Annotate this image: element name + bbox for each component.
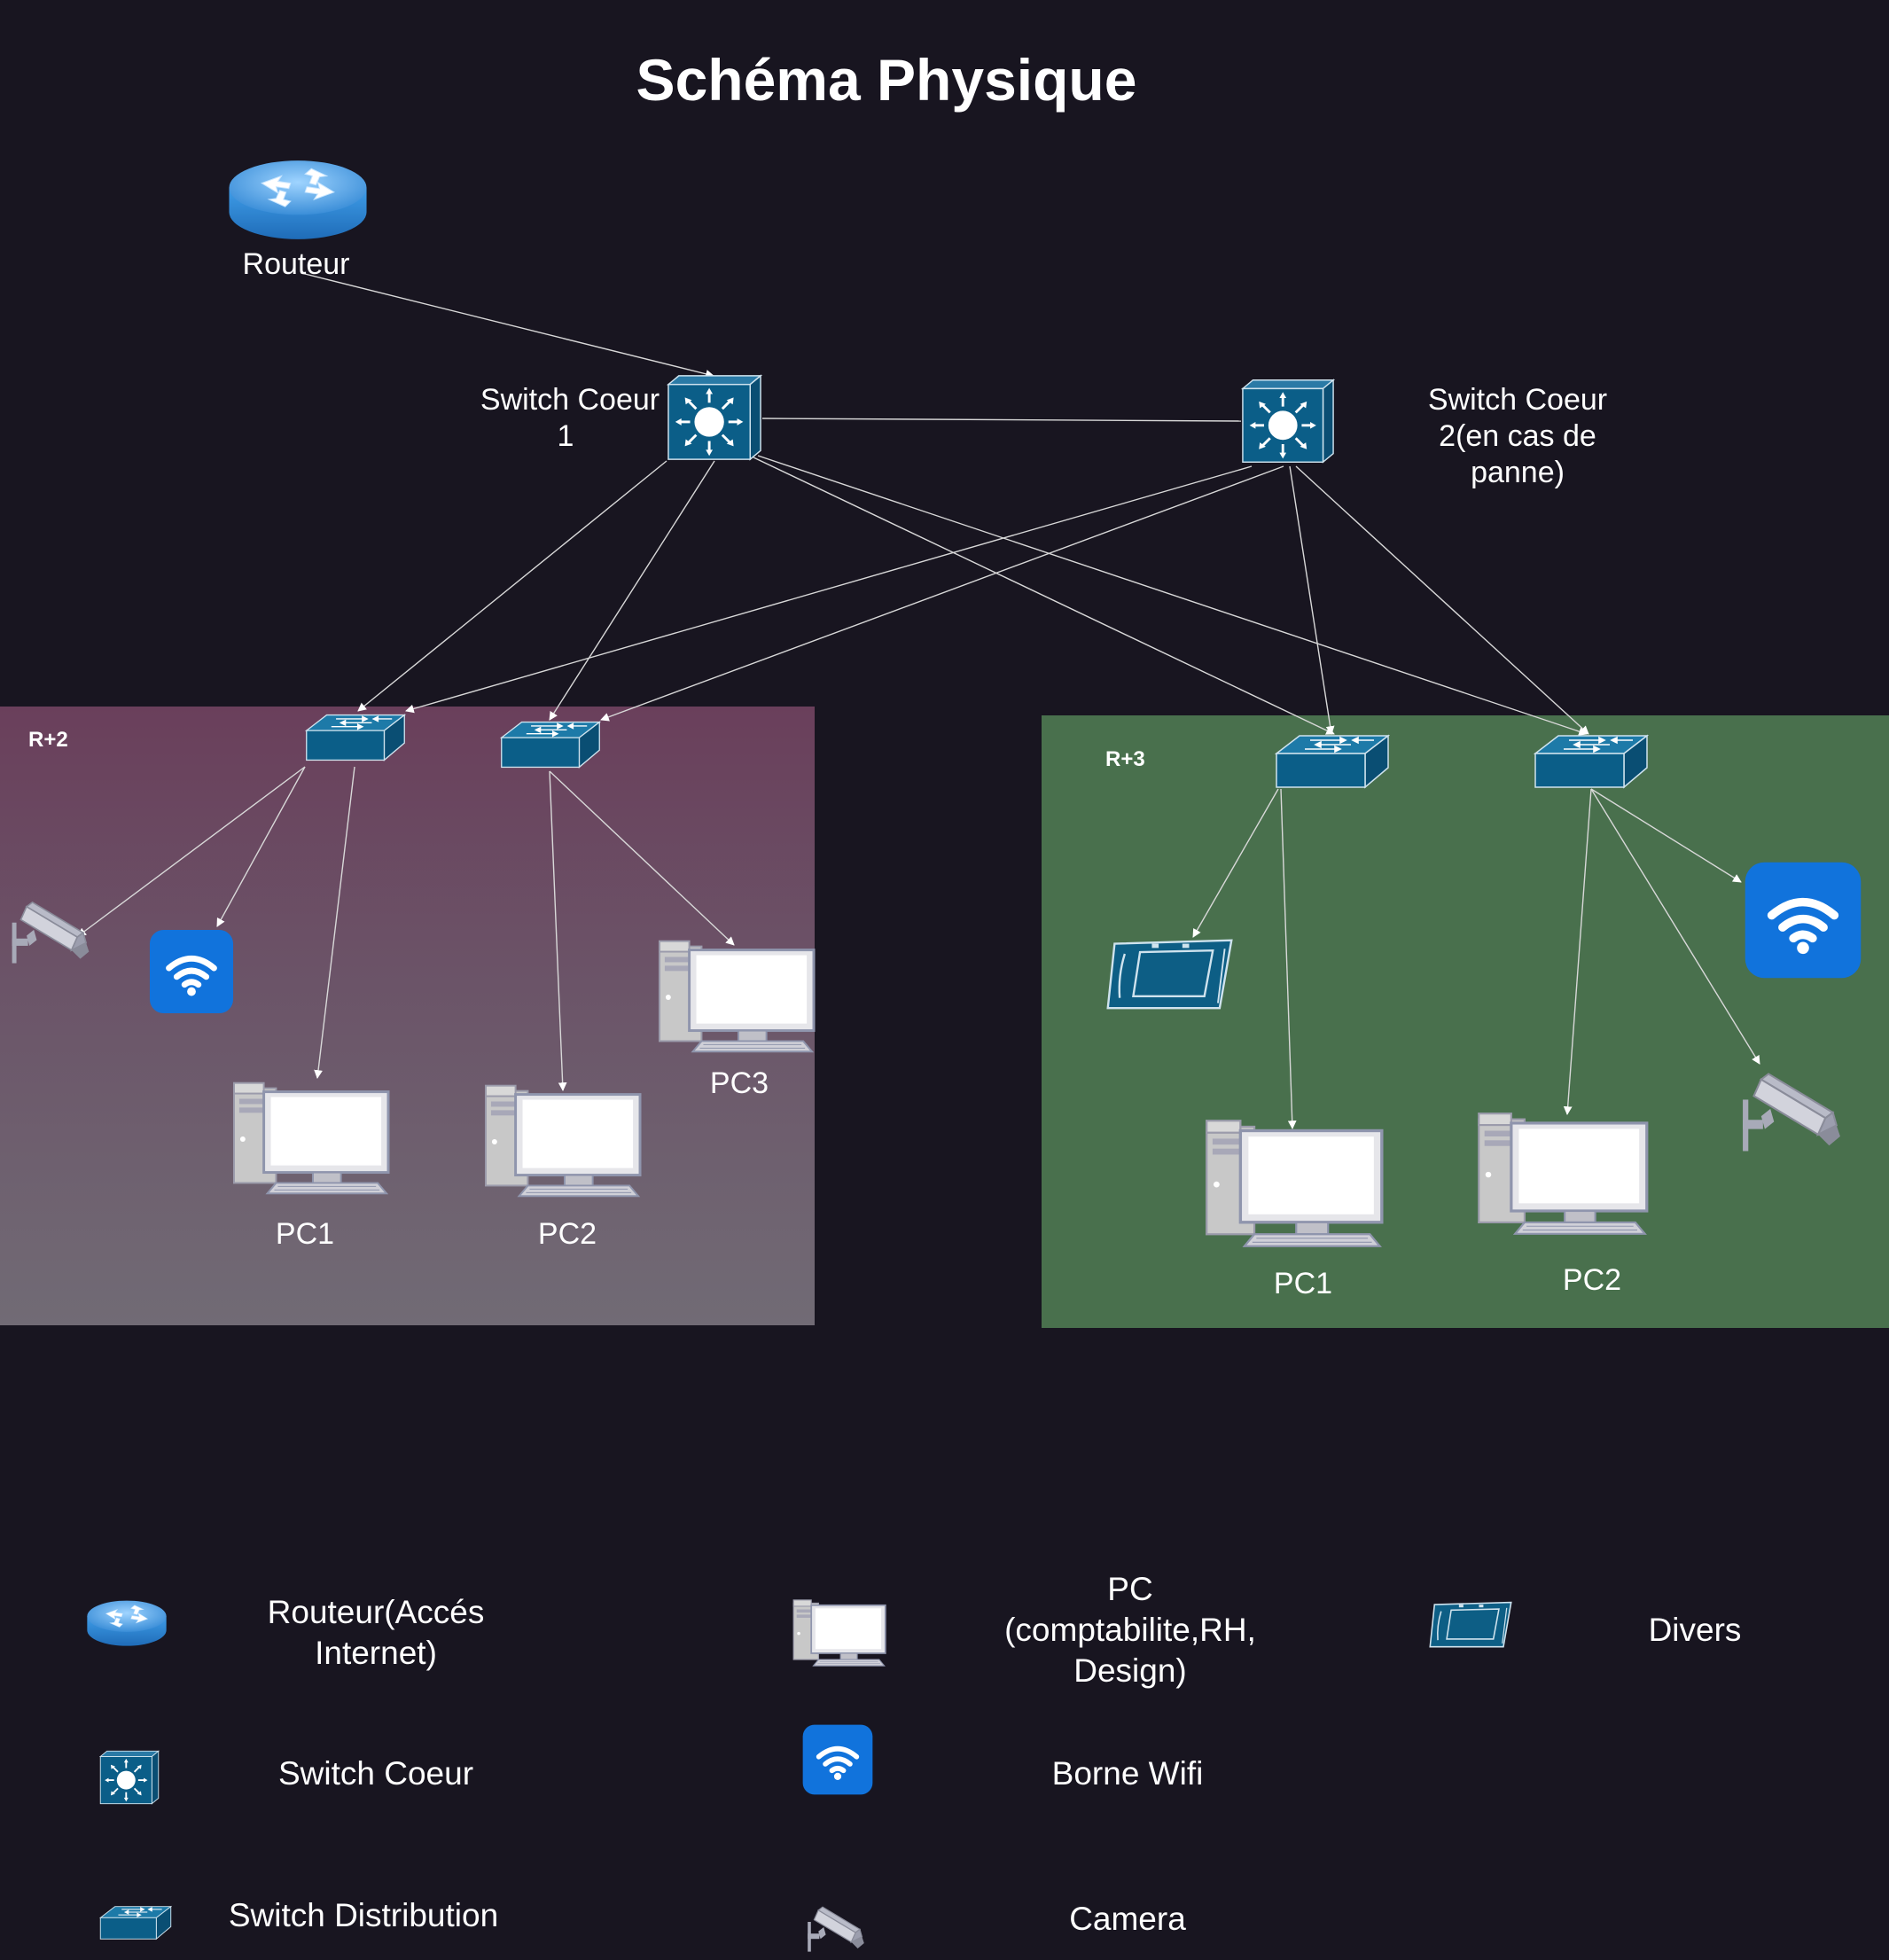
pc-icon <box>232 1079 390 1198</box>
distribution-switch-r3-1-icon <box>1275 734 1390 789</box>
r3-pc1-label: PC1 <box>1273 1267 1333 1300</box>
legend-pc-label-line2: (comptabilite,RH, <box>1004 1612 1256 1648</box>
legend-distribution-switch-label: Switch Distribution <box>228 1897 499 1933</box>
r2-pc1-label: PC1 <box>275 1217 335 1251</box>
pc-icon <box>1201 1119 1387 1248</box>
zone-r3: R+3 <box>1042 715 1889 1328</box>
legend-router-icon <box>85 1597 168 1651</box>
distribution-switch-r3-2-icon <box>1534 734 1649 789</box>
legend-tablet-icon <box>1429 1597 1512 1651</box>
r2-pc3-label: PC3 <box>709 1066 769 1100</box>
legend-wifi-label: Borne Wifi <box>1051 1755 1204 1792</box>
r3-pc2-label: PC2 <box>1562 1263 1622 1297</box>
zone-r2-label: R+2 <box>28 728 68 752</box>
core-switch-1-icon <box>667 372 762 463</box>
core-switch-1-label-line2: 1 <box>557 419 574 453</box>
camera-icon <box>11 891 90 976</box>
tablet-icon <box>1101 935 1238 1011</box>
legend-wifi-icon <box>801 1718 874 1801</box>
core-switch-2-label-line3: panne) <box>1471 456 1565 489</box>
wifi-icon <box>1743 860 1863 980</box>
legend-pc-label-line1: PC <box>1107 1571 1153 1607</box>
zone-r3-label: R+3 <box>1105 747 1145 771</box>
pc-icon <box>1471 1112 1654 1236</box>
legend-core-switch-icon <box>99 1746 160 1808</box>
core-switch-1-label-line1: Switch Coeur <box>480 383 660 417</box>
legend-pc-icon <box>792 1596 886 1670</box>
legend-camera-label: Camera <box>1069 1901 1186 1937</box>
camera-icon <box>1741 1062 1842 1165</box>
distribution-switch-r2-2-icon <box>500 718 601 771</box>
legend-router-label-line2: Internet) <box>315 1635 437 1671</box>
legend-core-switch-label: Switch Coeur <box>277 1755 474 1792</box>
legend-divers-label: Divers <box>1648 1612 1742 1648</box>
r2-pc2-label: PC2 <box>537 1217 597 1251</box>
core-switch-2-label-line1: Switch Coeur <box>1427 383 1608 417</box>
core-switch-2-icon <box>1241 377 1335 465</box>
wifi-icon <box>148 925 235 1018</box>
router-label: Routeur <box>242 247 350 281</box>
legend-distribution-switch-icon <box>99 1902 172 1943</box>
legend-pc-label-line3: Design) <box>1073 1652 1187 1689</box>
pc-icon <box>658 937 816 1056</box>
legend-router-label-line1: Routeur(Accés <box>267 1594 485 1630</box>
core-switch-2-label-line2: 2(en cas de <box>1439 419 1596 453</box>
legend-camera-icon <box>807 1901 865 1959</box>
pc-icon <box>484 1082 642 1200</box>
distribution-switch-r2-1-icon <box>305 711 406 764</box>
router-icon <box>225 156 371 246</box>
diagram-title: Schéma Physique <box>636 47 1137 113</box>
